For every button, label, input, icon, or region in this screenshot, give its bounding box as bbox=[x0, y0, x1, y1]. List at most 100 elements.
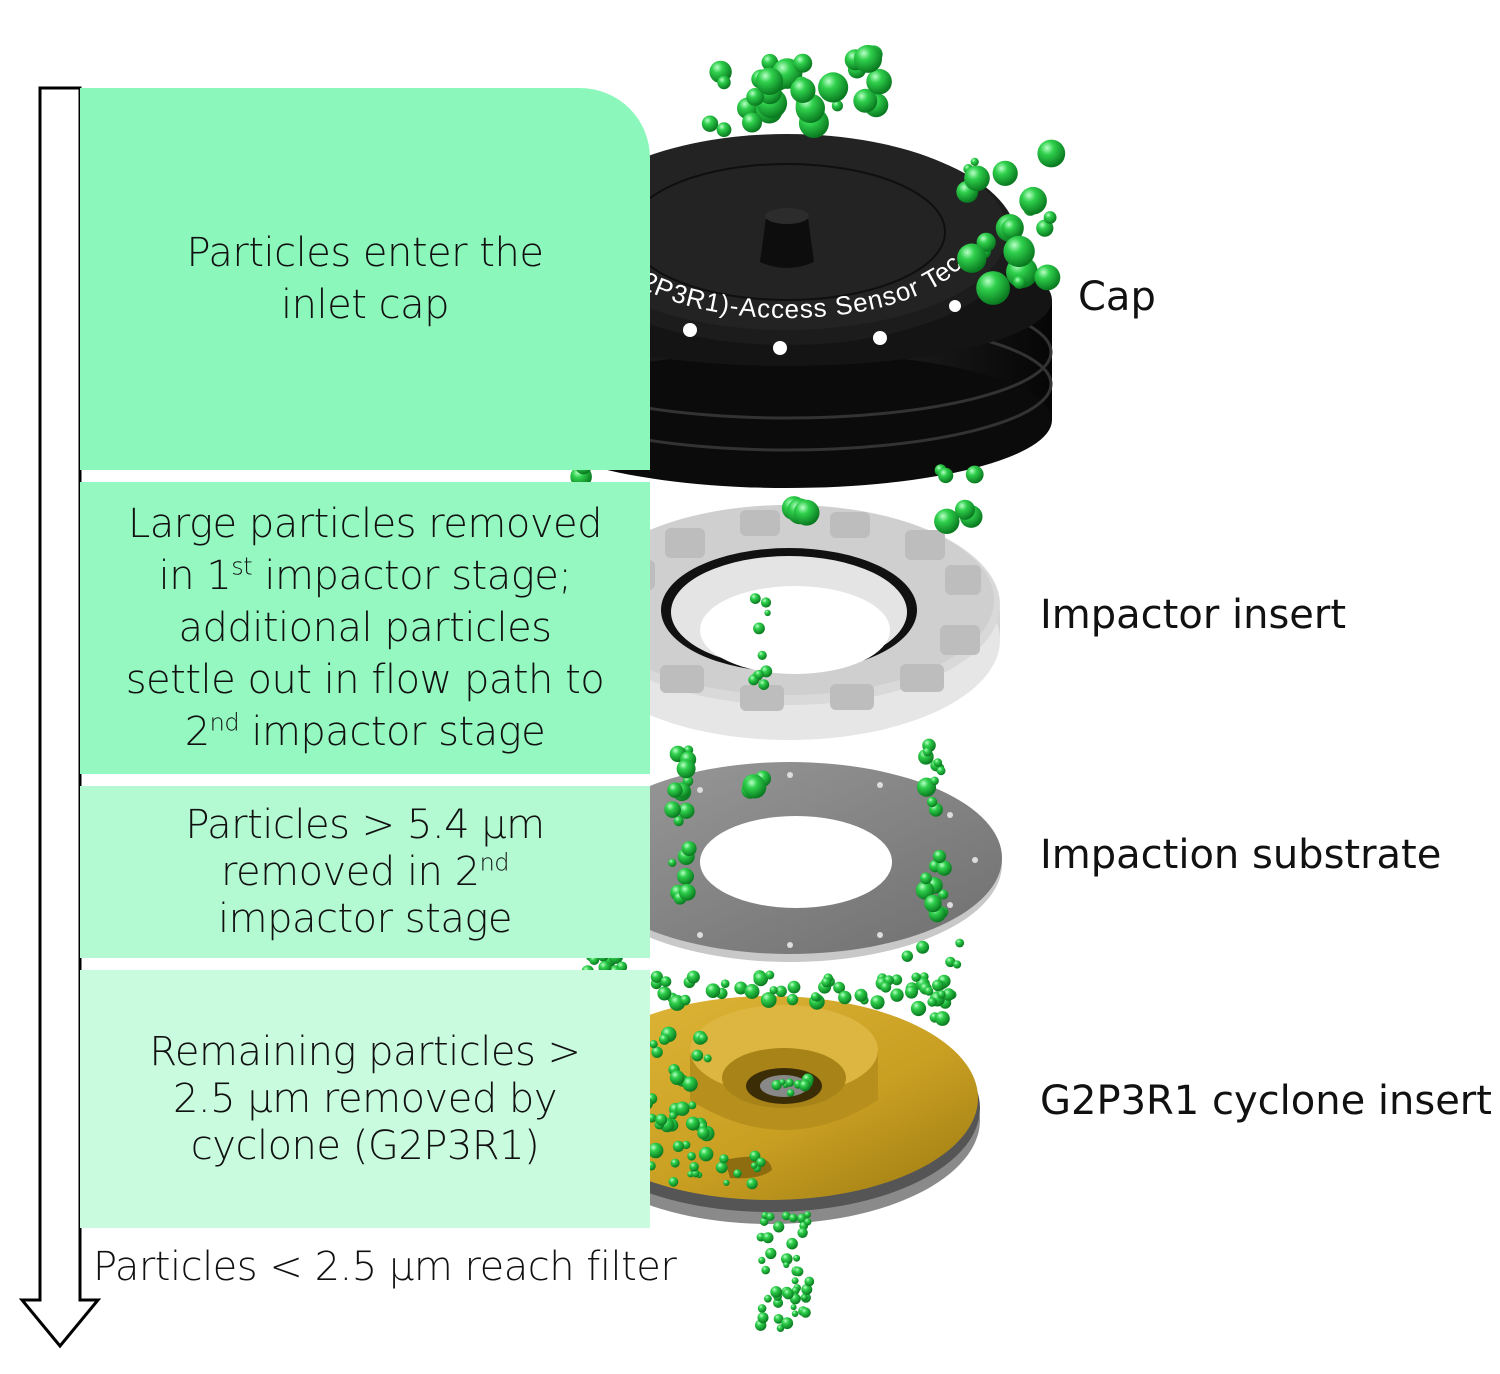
particle bbox=[764, 1294, 772, 1303]
particle bbox=[686, 970, 700, 984]
particle bbox=[1034, 264, 1061, 291]
particle bbox=[786, 1089, 795, 1097]
particle bbox=[926, 796, 938, 808]
particle bbox=[773, 1221, 785, 1233]
particle bbox=[793, 1266, 804, 1277]
particle bbox=[790, 77, 816, 103]
particle bbox=[955, 938, 965, 948]
particle bbox=[955, 499, 975, 520]
particle bbox=[750, 1162, 758, 1169]
particle bbox=[942, 988, 955, 1001]
particle bbox=[685, 1116, 700, 1131]
particle bbox=[723, 1179, 730, 1186]
step3-line2a: removed in 2 bbox=[220, 848, 480, 895]
particle bbox=[933, 758, 943, 767]
particle bbox=[911, 972, 921, 982]
step-inlet-cap: Particles enter the inlet cap bbox=[80, 88, 650, 470]
particle bbox=[756, 1157, 766, 1168]
particle bbox=[1003, 235, 1035, 268]
particle bbox=[932, 849, 947, 864]
particle bbox=[681, 841, 697, 857]
particle bbox=[866, 68, 892, 95]
particle bbox=[764, 609, 771, 617]
particle bbox=[938, 889, 949, 900]
particle bbox=[675, 1101, 690, 1116]
particle bbox=[853, 88, 878, 113]
particle bbox=[755, 67, 784, 96]
label-impaction-substrate: Impaction substrate bbox=[1040, 832, 1442, 878]
particle bbox=[932, 979, 944, 992]
particle bbox=[924, 894, 942, 913]
particle bbox=[766, 1212, 775, 1221]
particle bbox=[773, 1314, 784, 1324]
particle bbox=[688, 1101, 697, 1110]
particle bbox=[916, 940, 930, 954]
particle bbox=[691, 1049, 704, 1062]
particle bbox=[870, 995, 885, 1010]
particle bbox=[758, 679, 770, 690]
particle bbox=[781, 1211, 791, 1221]
particle bbox=[804, 1211, 811, 1218]
particle bbox=[786, 1237, 798, 1250]
particle bbox=[910, 1000, 927, 1017]
particle bbox=[781, 1317, 794, 1330]
particle bbox=[804, 1218, 812, 1226]
step-first-impactor-text: Large particles removed in 1st impactor … bbox=[126, 498, 605, 758]
particle bbox=[992, 160, 1018, 186]
particle bbox=[935, 1011, 950, 1026]
particle bbox=[901, 950, 913, 962]
particle bbox=[880, 981, 892, 993]
cap-component bbox=[521, 134, 1053, 488]
particle bbox=[938, 467, 954, 484]
particle bbox=[682, 1076, 698, 1092]
impactor-insert-component bbox=[578, 505, 1000, 740]
step4-line2: 2.5 μm removed by bbox=[172, 1075, 558, 1122]
particle bbox=[753, 971, 768, 987]
particle bbox=[797, 1227, 808, 1239]
particle bbox=[719, 1154, 729, 1164]
particle bbox=[1001, 218, 1023, 240]
particle bbox=[799, 1079, 811, 1092]
particle bbox=[791, 1310, 799, 1317]
label-cyclone-insert: G2P3R1 cyclone insert bbox=[1040, 1078, 1492, 1124]
particle bbox=[936, 860, 952, 876]
particle bbox=[668, 858, 677, 867]
label-impactor-insert: Impactor insert bbox=[1040, 592, 1347, 638]
particle bbox=[753, 622, 765, 635]
step2-line3: additional particles bbox=[178, 605, 552, 651]
particle bbox=[891, 974, 903, 986]
particle bbox=[677, 868, 694, 885]
particle bbox=[854, 988, 868, 1002]
step4-line3: cyclone (G2P3R1) bbox=[190, 1122, 540, 1169]
particle bbox=[689, 1162, 699, 1172]
particle bbox=[758, 1256, 766, 1264]
particle bbox=[760, 597, 772, 608]
particle bbox=[757, 1304, 767, 1313]
particle bbox=[759, 1217, 769, 1226]
particle bbox=[705, 983, 721, 998]
particle bbox=[787, 980, 801, 994]
step3-line2-sup: nd bbox=[479, 848, 510, 877]
particle bbox=[680, 994, 691, 1006]
particle bbox=[717, 75, 731, 90]
particle bbox=[930, 776, 939, 786]
particle bbox=[765, 970, 775, 980]
particle bbox=[670, 1158, 680, 1168]
particle bbox=[793, 499, 820, 526]
particle bbox=[655, 1113, 668, 1126]
particle bbox=[965, 465, 984, 484]
particle bbox=[922, 747, 932, 757]
particle bbox=[957, 243, 987, 273]
particle bbox=[818, 72, 849, 103]
particle bbox=[1037, 139, 1066, 168]
step2-line2-sup: st bbox=[231, 552, 253, 581]
particle bbox=[831, 100, 844, 112]
particle bbox=[915, 881, 935, 900]
particle bbox=[744, 984, 760, 999]
particle bbox=[698, 1146, 714, 1162]
particle bbox=[668, 1176, 679, 1187]
particle bbox=[783, 1261, 790, 1268]
particle bbox=[905, 985, 918, 999]
particle bbox=[833, 981, 845, 994]
